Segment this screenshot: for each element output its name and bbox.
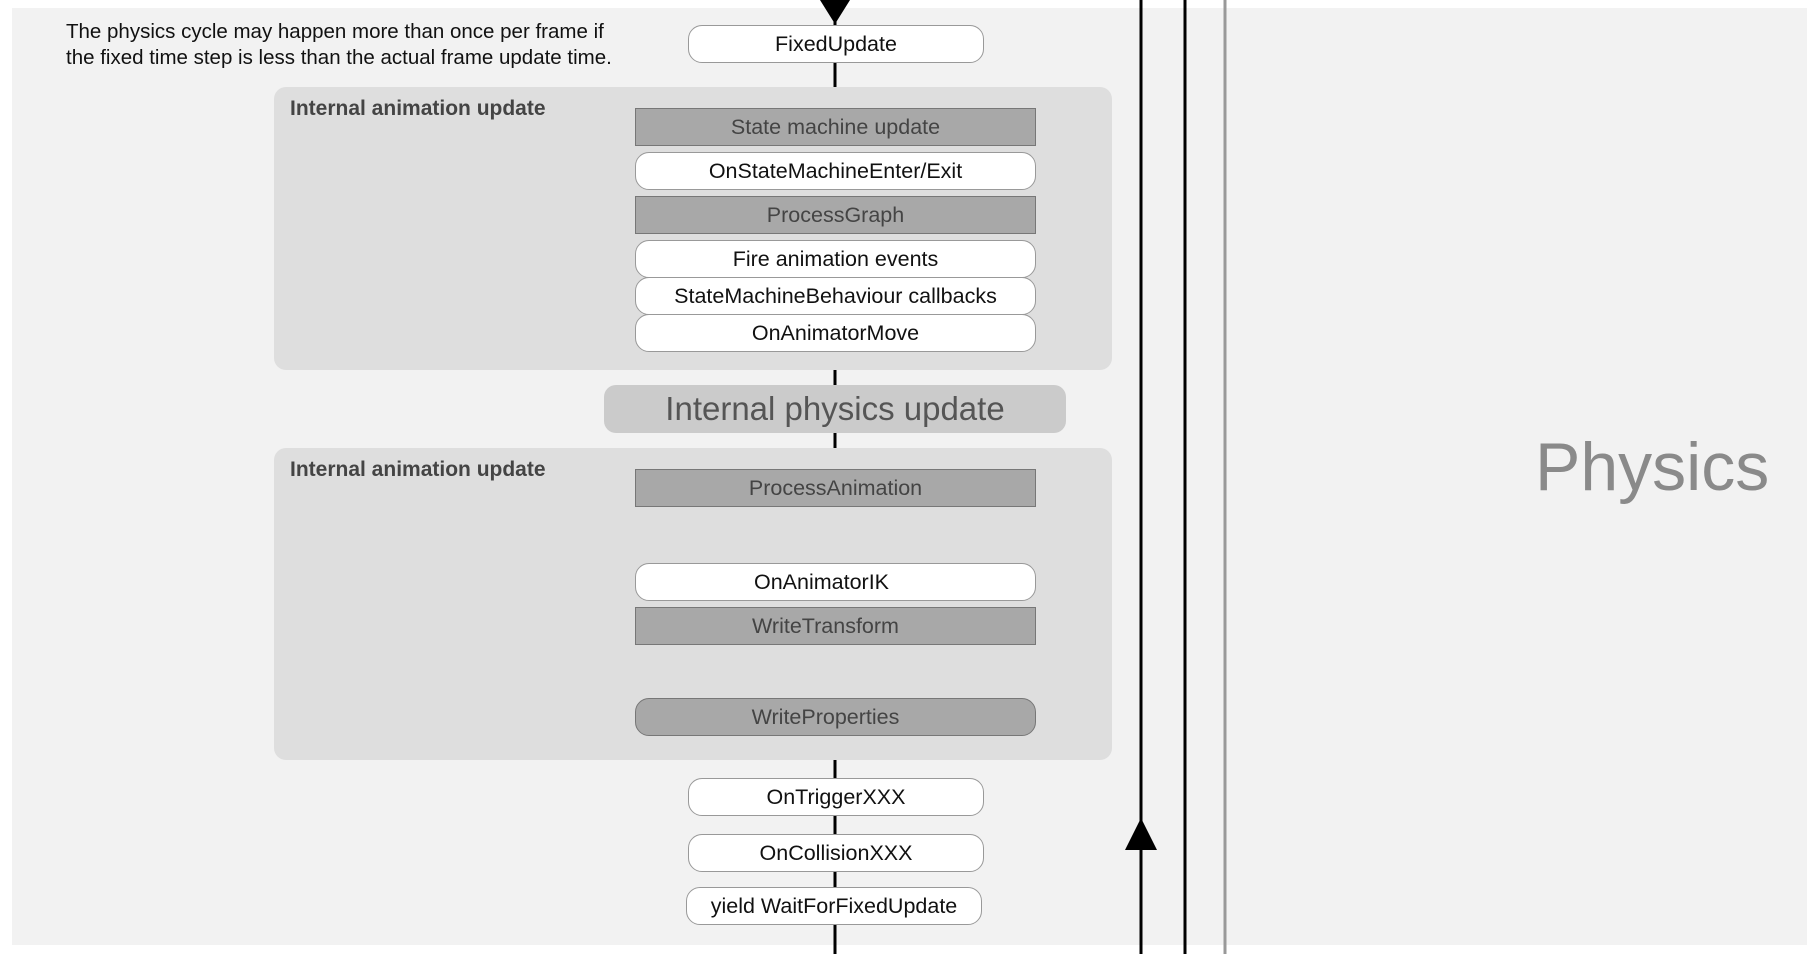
write-properties-node: WriteProperties xyxy=(635,698,1036,736)
fixed-update-node: FixedUpdate xyxy=(688,25,984,63)
yield-wait-for-fixed-update-node: yield WaitForFixedUpdate xyxy=(686,887,982,925)
internal-physics-update-node: Internal physics update xyxy=(604,385,1066,433)
process-animation-node: ProcessAnimation xyxy=(635,469,1036,507)
fire-animation-events-node: Fire animation events xyxy=(635,240,1036,278)
physics-cycle-note: The physics cycle may happen more than o… xyxy=(66,19,612,71)
group-1-title: Internal animation update xyxy=(290,97,546,120)
process-graph-node: ProcessGraph xyxy=(635,196,1036,234)
note-line-2: the fixed time step is less than the act… xyxy=(66,46,612,69)
state-machine-behaviour-callbacks-node: StateMachineBehaviour callbacks xyxy=(635,277,1036,315)
top-arrowhead xyxy=(820,0,850,24)
on-animator-move-node: OnAnimatorMove xyxy=(635,314,1036,352)
on-collision-xxx-node: OnCollisionXXX xyxy=(688,834,984,872)
physics-phase-label: Physics xyxy=(1535,429,1770,505)
group-2-title: Internal animation update xyxy=(290,458,546,481)
on-animator-ik-node: OnAnimatorIK xyxy=(635,563,1036,601)
physics-loop-arrowhead xyxy=(1125,818,1157,850)
write-transform-node: WriteTransform xyxy=(635,607,1036,645)
on-state-machine-enter-exit-node: OnStateMachineEnter/Exit xyxy=(635,152,1036,190)
note-line-1: The physics cycle may happen more than o… xyxy=(66,20,604,43)
state-machine-update-node: State machine update xyxy=(635,108,1036,146)
on-trigger-xxx-node: OnTriggerXXX xyxy=(688,778,984,816)
